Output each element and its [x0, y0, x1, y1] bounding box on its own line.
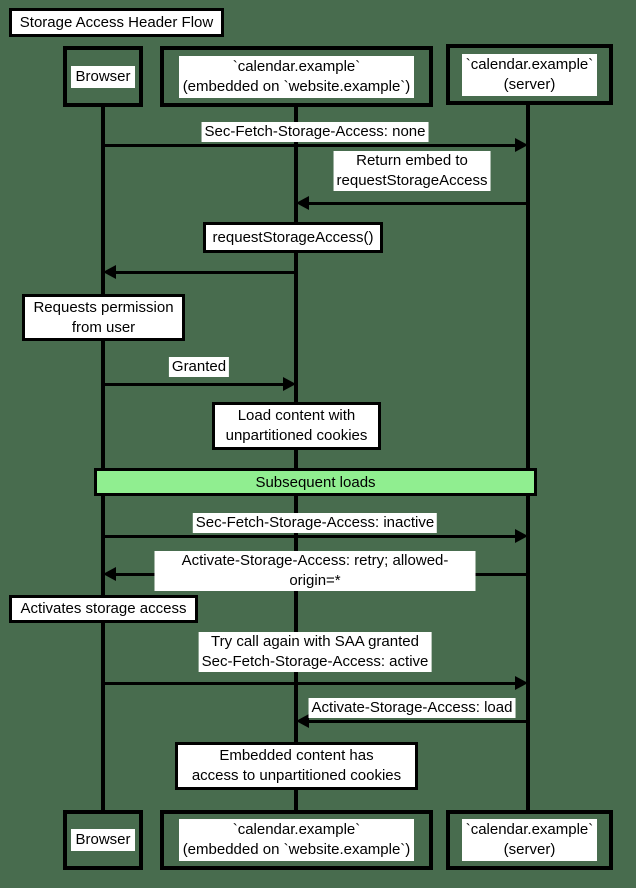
arrow-shaft [306, 719, 528, 723]
note-request-storage-access: requestStorageAccess() [203, 222, 383, 253]
message-label-6: Try call again with SAA granted Sec-Fetc… [198, 632, 432, 672]
arrowhead-right-icon [283, 377, 296, 391]
note-activates-storage-access: Activates storage access [9, 595, 198, 623]
message-label-7: Activate-Storage-Access: load [308, 698, 516, 718]
arrowhead-right-icon [515, 676, 528, 690]
note-requests-permission: Requests permission from user [22, 294, 185, 341]
message-label-5: Activate-Storage-Access: retry; allowed-… [154, 551, 476, 591]
message-arrow-7 [296, 714, 528, 728]
participant-label: Browser [71, 65, 135, 88]
arrow-shaft [103, 143, 518, 147]
note-embedded-content-access: Embedded content has access to unpartiti… [175, 742, 418, 790]
arrowhead-left-icon [103, 265, 116, 279]
message-arrow-4 [103, 529, 528, 543]
participant-browser-top: Browser [63, 46, 143, 107]
participant-embedded-bottom: `calendar.example` (embedded on `website… [160, 810, 433, 870]
arrow-shaft [103, 681, 518, 685]
message-arrow-1 [296, 196, 528, 210]
arrow-shaft [103, 534, 518, 538]
arrow-shaft [113, 270, 296, 274]
note-load-content: Load content with unpartitioned cookies [212, 402, 381, 450]
message-label-4: Sec-Fetch-Storage-Access: inactive [192, 513, 438, 533]
participant-embedded-top: `calendar.example` (embedded on `website… [160, 46, 433, 107]
arrow-shaft [306, 201, 528, 205]
participant-label: `calendar.example` (server) [461, 819, 598, 861]
message-arrow-0 [103, 138, 528, 152]
participant-label: `calendar.example` (embedded on `website… [178, 55, 415, 98]
arrowhead-right-icon [515, 529, 528, 543]
arrow-shaft [103, 382, 286, 386]
participant-label: Browser [71, 829, 135, 851]
arrowhead-right-icon [515, 138, 528, 152]
arrowhead-left-icon [103, 567, 116, 581]
message-label-1: Return embed to requestStorageAccess [333, 151, 491, 191]
lifeline-embedded [294, 106, 298, 810]
participant-server-top: `calendar.example` (server) [446, 44, 613, 105]
arrowhead-left-icon [296, 196, 309, 210]
message-label-3: Granted [168, 357, 230, 377]
message-label-0: Sec-Fetch-Storage-Access: none [201, 122, 429, 142]
section-subsequent-loads: Subsequent loads [94, 468, 537, 496]
lifeline-browser [101, 106, 105, 810]
participant-browser-bottom: Browser [63, 810, 143, 870]
arrowhead-left-icon [296, 714, 309, 728]
lifeline-server [526, 104, 530, 810]
message-arrow-3 [103, 377, 296, 391]
message-arrow-2 [103, 265, 296, 279]
participant-label: `calendar.example` (embedded on `website… [178, 819, 415, 861]
diagram-title: Storage Access Header Flow [9, 8, 224, 37]
participant-label: `calendar.example` (server) [461, 53, 598, 96]
message-arrow-6 [103, 676, 528, 690]
participant-server-bottom: `calendar.example` (server) [446, 810, 613, 870]
